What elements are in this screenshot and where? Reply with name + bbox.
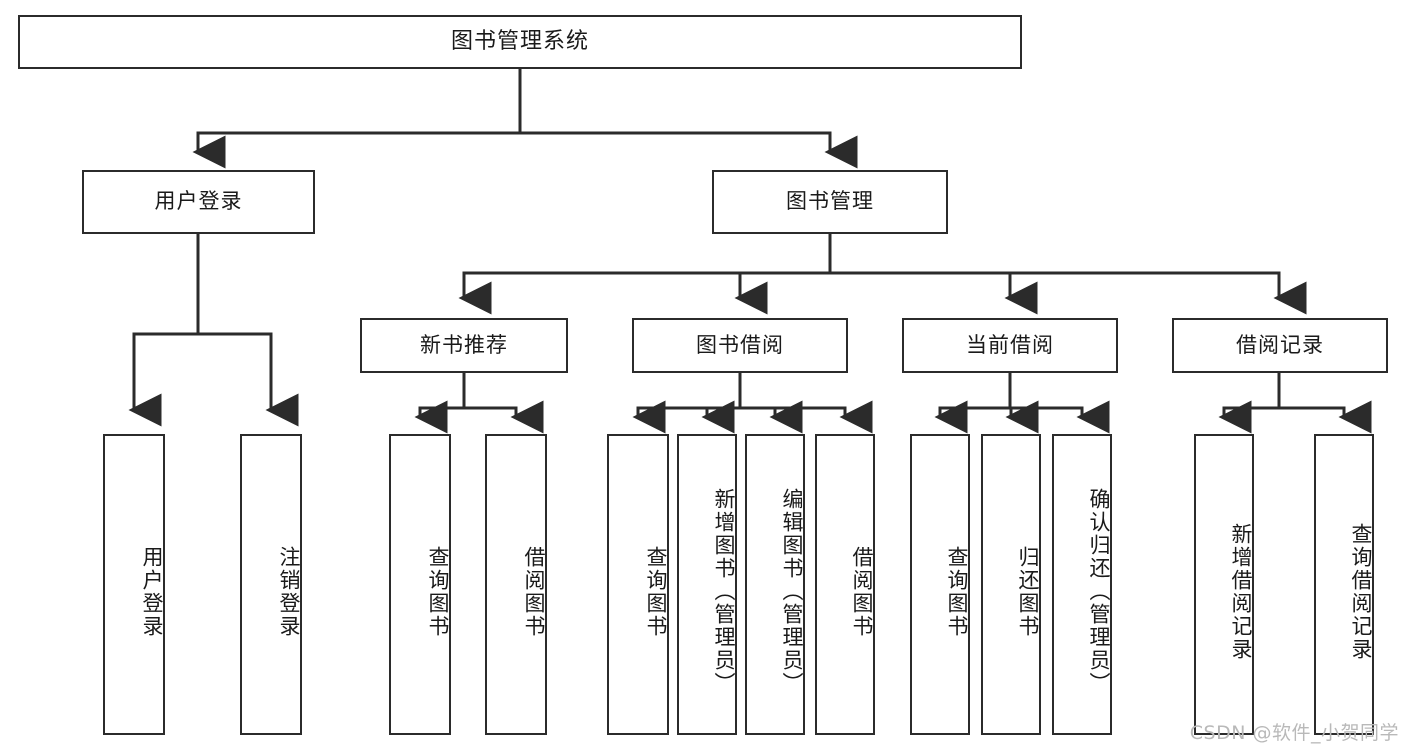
leaf-current-query-book[interactable]: 查询图书 bbox=[910, 434, 970, 735]
leaf-borrow-borrow-book[interactable]: 借阅图书 bbox=[815, 434, 875, 735]
leaf-record-add-label: 新增借阅记录 bbox=[1229, 522, 1253, 661]
node-new-book-recommend-label: 新书推荐 bbox=[420, 332, 508, 357]
node-book-management-label: 图书管理 bbox=[786, 189, 874, 214]
watermark-text: CSDN @软件_小贺同学 bbox=[1189, 722, 1399, 744]
leaf-borrow-edit-book[interactable]: 编辑图书（管理员） bbox=[745, 434, 805, 735]
node-book-borrow-label: 图书借阅 bbox=[696, 332, 784, 357]
leaf-borrow-add-book-label: 新增图书（管理员） bbox=[712, 488, 736, 695]
node-book-management[interactable]: 图书管理 bbox=[712, 170, 948, 234]
leaf-user-login-login-label: 用户登录 bbox=[140, 545, 164, 638]
node-current-borrow-label: 当前借阅 bbox=[966, 332, 1054, 357]
leaf-new-book-query[interactable]: 查询图书 bbox=[389, 434, 451, 735]
node-root-system[interactable]: 图书管理系统 bbox=[18, 15, 1022, 69]
leaf-user-login-logout-label: 注销登录 bbox=[277, 545, 301, 638]
leaf-borrow-add-book[interactable]: 新增图书（管理员） bbox=[677, 434, 737, 735]
leaf-new-book-query-label: 查询图书 bbox=[426, 545, 450, 638]
leaf-borrow-borrow-book-label: 借阅图书 bbox=[850, 545, 874, 638]
leaf-borrow-edit-book-label: 编辑图书（管理员） bbox=[780, 488, 804, 695]
node-borrow-record[interactable]: 借阅记录 bbox=[1172, 318, 1388, 373]
node-borrow-record-label: 借阅记录 bbox=[1236, 332, 1324, 357]
node-new-book-recommend[interactable]: 新书推荐 bbox=[360, 318, 568, 373]
leaf-user-login-login[interactable]: 用户登录 bbox=[103, 434, 165, 735]
leaf-new-book-borrow-label: 借阅图书 bbox=[522, 545, 546, 638]
leaf-record-query[interactable]: 查询借阅记录 bbox=[1314, 434, 1374, 735]
leaf-current-confirm-return[interactable]: 确认归还（管理员） bbox=[1052, 434, 1112, 735]
node-user-login-label: 用户登录 bbox=[154, 189, 243, 214]
leaf-current-confirm-return-label: 确认归还（管理员） bbox=[1087, 488, 1111, 695]
leaf-record-add[interactable]: 新增借阅记录 bbox=[1194, 434, 1254, 735]
leaf-current-query-book-label: 查询图书 bbox=[945, 545, 969, 638]
leaf-borrow-query-book[interactable]: 查询图书 bbox=[607, 434, 669, 735]
leaf-current-return-book-label: 归还图书 bbox=[1016, 545, 1040, 638]
leaf-record-query-label: 查询借阅记录 bbox=[1349, 522, 1373, 661]
node-book-borrow[interactable]: 图书借阅 bbox=[632, 318, 848, 373]
node-current-borrow[interactable]: 当前借阅 bbox=[902, 318, 1118, 373]
leaf-user-login-logout[interactable]: 注销登录 bbox=[240, 434, 302, 735]
node-user-login[interactable]: 用户登录 bbox=[82, 170, 315, 234]
leaf-borrow-query-book-label: 查询图书 bbox=[644, 545, 668, 638]
node-root-system-label: 图书管理系统 bbox=[450, 28, 589, 54]
leaf-current-return-book[interactable]: 归还图书 bbox=[981, 434, 1041, 735]
leaf-new-book-borrow[interactable]: 借阅图书 bbox=[485, 434, 547, 735]
